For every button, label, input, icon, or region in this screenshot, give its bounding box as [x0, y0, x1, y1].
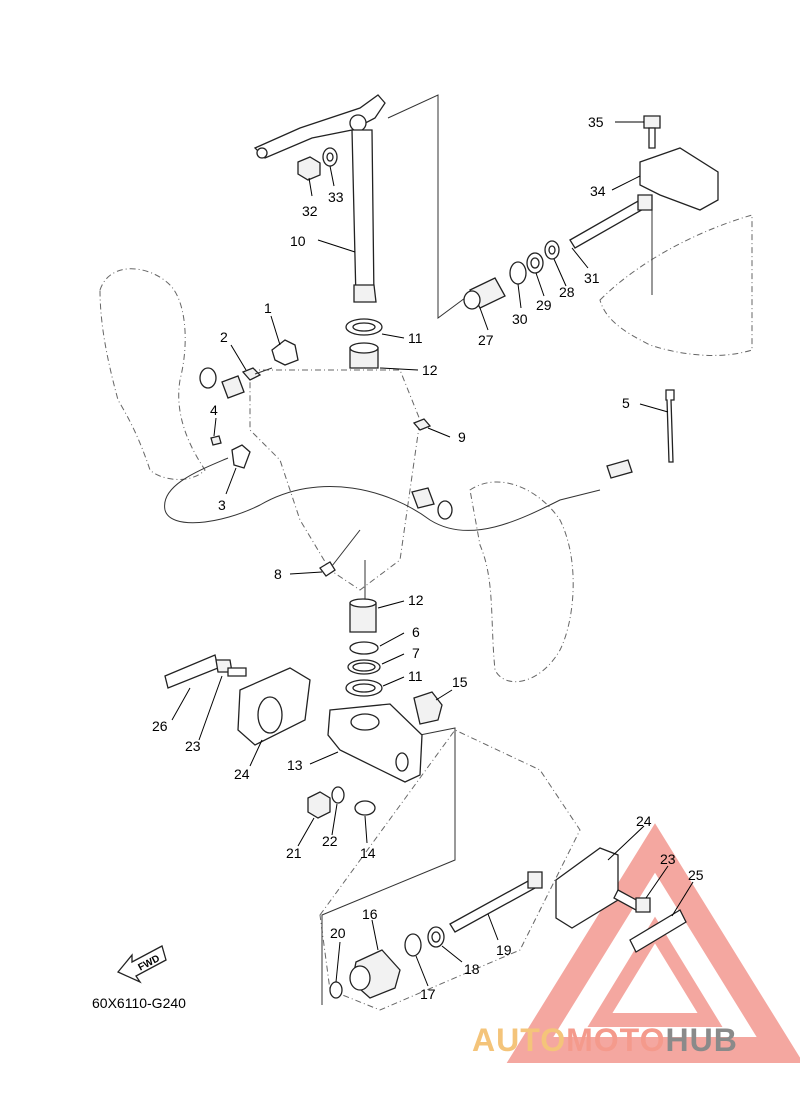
nut-21	[307, 791, 331, 819]
wire-harness	[164, 457, 633, 531]
callout-10: 10	[290, 233, 306, 249]
callout-33: 33	[328, 189, 344, 205]
callout-32: 32	[302, 203, 318, 219]
washer-22	[331, 786, 345, 804]
bushing-12-top	[349, 342, 379, 369]
fwd-label: FWD	[136, 953, 161, 973]
callout-25: 25	[688, 867, 704, 883]
callout-4: 4	[210, 402, 218, 418]
watermark-logo	[506, 823, 800, 1063]
callout-11-top: 11	[408, 330, 423, 346]
callout-22: 22	[322, 833, 338, 849]
washer-29	[526, 252, 544, 274]
callout-35: 35	[588, 114, 604, 130]
callout-5: 5	[622, 395, 630, 411]
callout-6: 6	[412, 624, 420, 640]
washer-28	[544, 240, 560, 260]
screw-2	[241, 367, 273, 381]
callout-12-mid: 12	[408, 592, 424, 608]
callout-24-left: 24	[234, 766, 250, 782]
callout-18: 18	[464, 961, 480, 977]
mount-24-left	[237, 667, 311, 746]
frame-lines	[321, 94, 653, 1005]
washer-left	[199, 367, 217, 389]
washer-33	[322, 147, 338, 167]
oring-6	[349, 641, 379, 655]
leader-lines	[171, 121, 694, 987]
ghost-outlines	[99, 214, 753, 1011]
steering-yoke-13	[327, 703, 423, 783]
callout-7: 7	[412, 645, 420, 661]
bolt-9	[412, 418, 432, 431]
bolt-31	[569, 194, 653, 249]
bolt-23-left	[215, 659, 247, 677]
bushing-left	[221, 375, 245, 399]
document-code: 60X6110-G240	[92, 995, 186, 1011]
callout-14: 14	[360, 845, 376, 861]
callout-12-top: 12	[422, 362, 438, 378]
steering-shaft	[351, 129, 377, 303]
bracket-34	[639, 147, 719, 211]
plate-15	[413, 691, 443, 725]
bolt-23-right	[613, 889, 651, 913]
callout-23-left: 23	[185, 738, 201, 754]
callout-1: 1	[264, 300, 272, 316]
watermark-text: AUTOMOTOHUB	[472, 1022, 738, 1059]
grease-nipple-right	[411, 487, 453, 520]
callout-30: 30	[512, 311, 528, 327]
tie-5	[665, 389, 675, 463]
callout-29: 29	[536, 297, 552, 313]
oring-7	[347, 659, 381, 675]
fwd-arrow: FWD	[116, 945, 167, 984]
callout-9: 9	[458, 429, 466, 445]
washer-20	[329, 981, 343, 999]
washer-17	[404, 933, 422, 957]
nut-32	[297, 156, 321, 181]
clip-3	[231, 444, 251, 469]
washer-18	[427, 926, 445, 948]
callout-11-mid: 11	[408, 668, 423, 684]
bolt-19	[449, 871, 543, 933]
tape-26	[164, 654, 219, 689]
callout-21: 21	[286, 845, 302, 861]
washer-30	[509, 261, 527, 285]
bushing-12-mid	[349, 598, 377, 633]
washer-11-top	[345, 318, 383, 336]
screw-4	[210, 435, 222, 446]
callout-17: 17	[420, 986, 436, 1002]
callout-20: 20	[330, 925, 346, 941]
callout-13: 13	[287, 757, 303, 773]
callout-28: 28	[559, 284, 575, 300]
bolt-35	[643, 115, 661, 149]
callout-31: 31	[584, 270, 600, 286]
callout-3: 3	[218, 497, 226, 513]
callout-23-right: 23	[660, 851, 676, 867]
bushing-27	[463, 277, 506, 310]
tape-25	[629, 909, 687, 953]
callouts: 35 34 32 33 10 31 28 29 30 27 11 12 1 2 …	[152, 114, 704, 1002]
callout-24-right: 24	[636, 813, 652, 829]
clip-14	[354, 800, 376, 816]
callout-2: 2	[220, 329, 228, 345]
callout-34: 34	[590, 183, 606, 199]
callout-27: 27	[478, 332, 494, 348]
mount-16	[349, 949, 401, 999]
watermark-part-1: AUTO	[472, 1022, 567, 1058]
watermark-part-3: HUB	[665, 1022, 738, 1058]
callout-15: 15	[452, 674, 468, 690]
callout-16: 16	[362, 906, 378, 922]
watermark-part-2: MOTO	[566, 1022, 666, 1058]
callout-19: 19	[496, 942, 512, 958]
screw-8	[319, 529, 361, 577]
callout-26: 26	[152, 718, 168, 734]
clip-1	[271, 339, 299, 366]
washer-11-mid	[345, 679, 383, 697]
callout-8: 8	[274, 566, 282, 582]
